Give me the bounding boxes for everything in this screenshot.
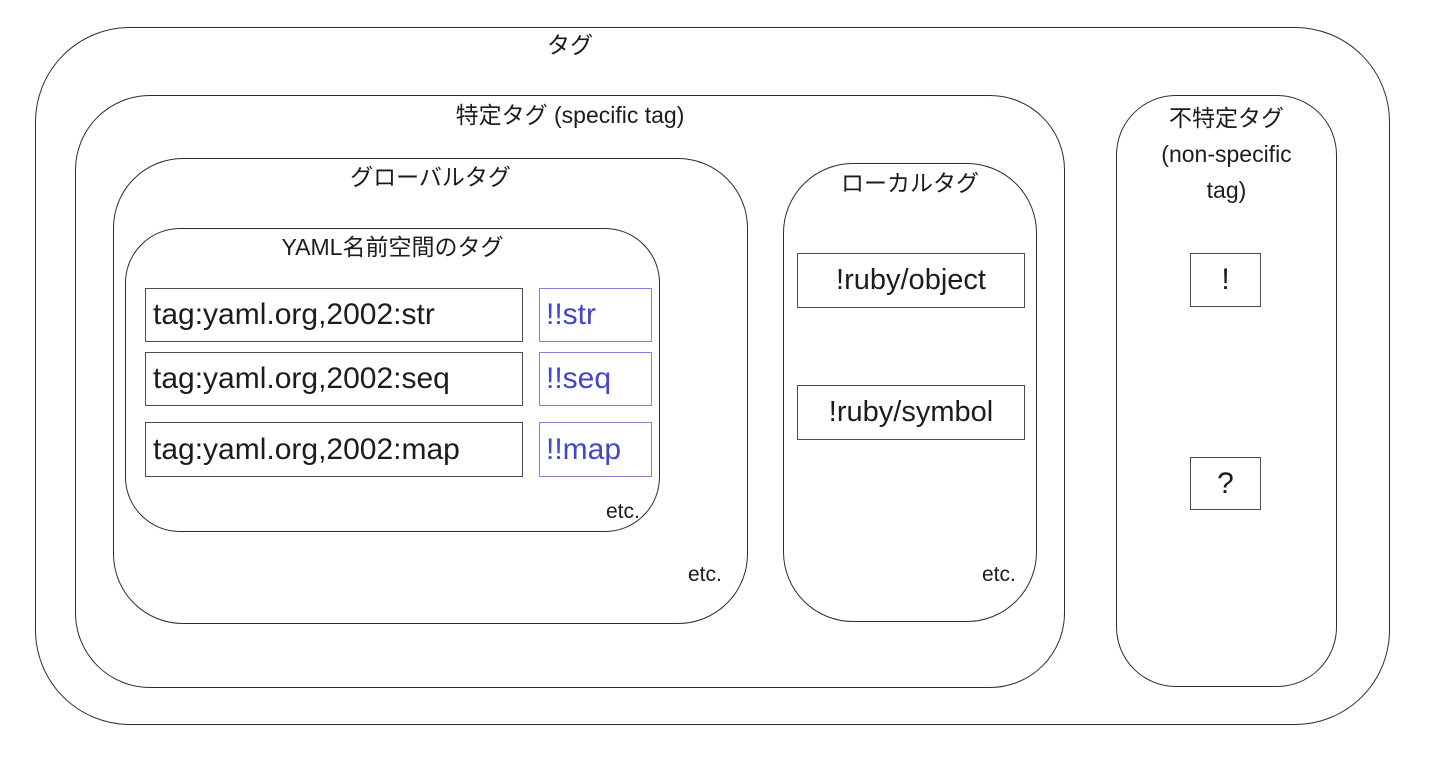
local-tag-ruby-symbol-box: !ruby/symbol [797,385,1025,440]
tag-shorthand-seq-box: !!seq [539,352,652,406]
local-tag-group-label: ローカルタグ [841,170,979,196]
specific-tag-group-label: 特定タグ (specific tag) [455,102,685,128]
tag-uri-seq-box: tag:yaml.org,2002:seq [145,352,523,406]
tag-shorthand-map-box: !!map [539,422,652,477]
non-specific-label-line2: (non-specific [1161,141,1292,167]
global-tag-group-label: グローバルタグ [350,164,511,190]
non-specific-tag-group-label: 不特定タグ (non-specific tag) [1116,100,1337,208]
global-tag-etc-label: etc. [688,563,722,586]
yaml-namespace-etc-label: etc. [606,500,640,523]
local-tag-group-box [783,163,1037,622]
tag-uri-map-box: tag:yaml.org,2002:map [145,422,523,477]
local-tag-ruby-object-box: !ruby/object [797,253,1025,308]
tag-group-label: タグ [547,32,593,58]
non-specific-tag-group-box [1116,95,1337,687]
global-tag-group-box [113,158,748,624]
yaml-namespace-group-label: YAML名前空間のタグ [281,234,504,260]
tag-shorthand-str-box: !!str [539,288,652,342]
non-specific-label-line1: 不特定タグ [1169,105,1284,131]
non-specific-question-box: ? [1190,457,1261,510]
tag-group-box [35,27,1390,725]
non-specific-label-line3: tag) [1206,177,1247,203]
tag-uri-str-box: tag:yaml.org,2002:str [145,288,523,342]
yaml-namespace-group-box [125,228,660,532]
non-specific-bang-box: ! [1190,253,1261,307]
specific-tag-group-box [75,95,1065,688]
local-tag-etc-label: etc. [982,563,1016,586]
